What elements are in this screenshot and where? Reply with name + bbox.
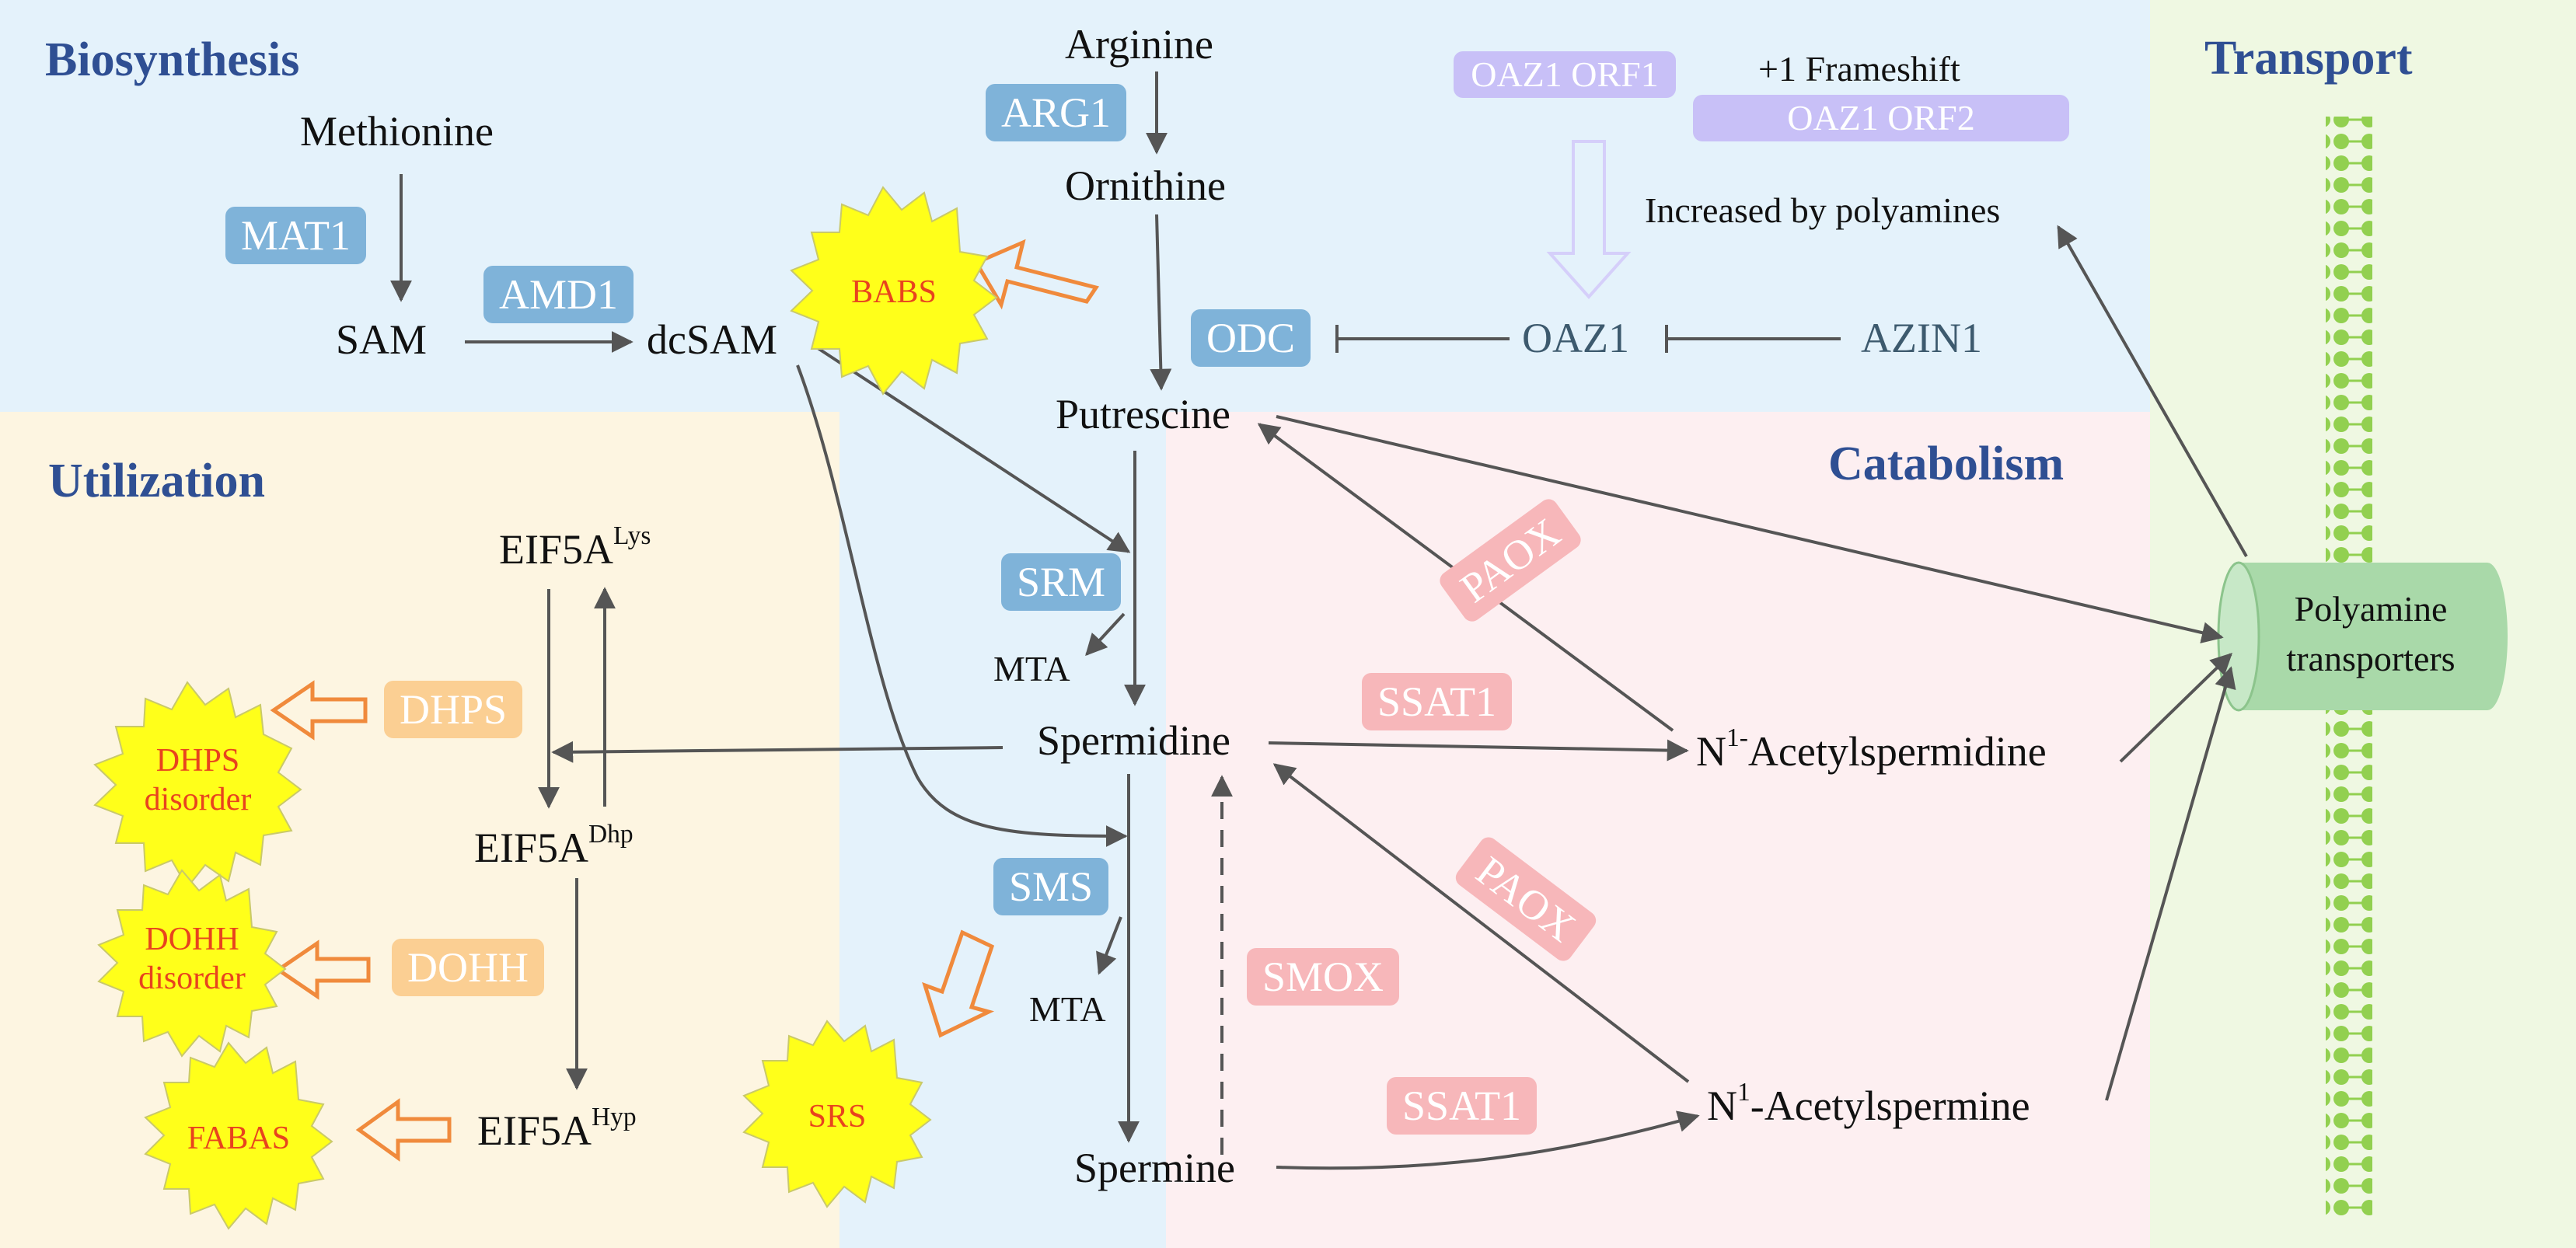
enzyme-ssat1-spermine: SSAT1 <box>1387 1077 1538 1135</box>
metabolite-dcsam: dcSAM <box>647 316 778 363</box>
metabolite-arginine: Arginine <box>1065 21 1213 68</box>
arrow-dcsam-srm <box>816 347 1131 553</box>
metabolite-spermine: Spermine <box>1074 1145 1235 1191</box>
hollow-arrow-to-fabas <box>355 1098 452 1162</box>
frameshift-label: +1 Frameshift <box>1758 49 1960 89</box>
polyamine-transporter-shape <box>2217 561 2508 712</box>
metabolite-sam: SAM <box>336 316 428 363</box>
disorder-dohh: DOHH disorder <box>138 922 246 996</box>
arrow-spermine-acetylspermine <box>1276 1110 1700 1170</box>
oaz1-orf2-box: OAZ1 ORF2 <box>1693 95 2069 141</box>
metabolite-methionine: Methionine <box>300 108 494 155</box>
starburst-dhps-disorder <box>93 681 302 889</box>
arrow-transporter-increased <box>2057 225 2248 557</box>
metabolite-mta-srm: MTA <box>993 649 1070 688</box>
enzyme-ssat1-spermidine: SSAT1 <box>1362 673 1513 730</box>
starburst-srs <box>742 1020 932 1208</box>
hollow-arrow-to-dohh-disorder <box>274 939 371 1000</box>
metabolite-putrescine: Putrescine <box>1056 391 1230 437</box>
disorder-babs: BABS <box>851 274 937 310</box>
starburst-fabas <box>144 1041 333 1230</box>
increased-by-polyamines-label: Increased by polyamines <box>1645 190 2001 230</box>
disorder-srs: SRS <box>808 1099 867 1135</box>
enzyme-smox: SMOX <box>1247 948 1400 1006</box>
enzyme-dohh: DOHH <box>392 939 544 996</box>
metabolite-eif5a-lys: EIF5ALys <box>499 521 651 573</box>
arrow-dcsam-sms <box>796 364 1128 847</box>
catabolism-panel <box>1166 412 2150 1248</box>
disorder-dhps: DHPS disorder <box>144 743 252 817</box>
arrow-spermidine-acetylspermidine <box>1268 739 1689 762</box>
oaz1-orf1-box: OAZ1 ORF1 <box>1454 51 1676 98</box>
enzyme-sms: SMS <box>993 858 1109 915</box>
hollow-arrow-to-babs <box>973 239 1100 310</box>
section-title-catabolism: Catabolism <box>1828 437 2065 490</box>
metabolite-eif5a-dhp: EIF5ADhp <box>474 819 634 871</box>
metabolite-eif5a-hyp: EIF5AHyp <box>477 1102 637 1154</box>
hollow-arrow-to-dhps-disorder <box>270 680 368 741</box>
enzyme-mat1: MAT1 <box>225 207 367 264</box>
section-title-utilization: Utilization <box>48 455 265 507</box>
enzyme-dhps: DHPS <box>384 681 523 738</box>
arrow-sms-mta <box>1096 916 1122 975</box>
regulator-oaz1: OAZ1 <box>1522 315 1629 361</box>
metabolite-spermidine: Spermidine <box>1037 717 1230 764</box>
enzyme-srm: SRM <box>1001 553 1122 611</box>
starburst-dohh-disorder <box>97 869 287 1058</box>
arrow-putrescine-transporter <box>1276 415 2224 643</box>
arrow-spermidine-eif5a <box>551 741 1004 763</box>
polyamine-transporters-label: Polyamine transporters <box>2286 589 2456 678</box>
section-title-transport: Transport <box>2204 32 2413 85</box>
metabolite-acetylspermine: N1-Acetylspermine <box>1707 1077 2030 1129</box>
arrow-acetylspermidine-transporter <box>2119 653 2233 763</box>
enzyme-arg1: ARG1 <box>986 84 1127 141</box>
hollow-arrow-to-srs <box>922 929 995 1038</box>
metabolite-mta-sms: MTA <box>1029 989 1106 1029</box>
metabolite-ornithine: Ornithine <box>1065 162 1226 209</box>
hollow-arrow-orf-to-oaz1 <box>1546 140 1632 300</box>
metabolite-acetylspermidine: N1-Acetylspermidine <box>1696 723 2047 775</box>
enzyme-amd1: AMD1 <box>483 266 634 323</box>
disorder-fabas: FABAS <box>187 1121 291 1156</box>
enzyme-odc: ODC <box>1191 309 1311 367</box>
arrow-srm-mta <box>1085 612 1126 657</box>
arrow-acetylspermine-spermidine <box>1272 763 1690 1083</box>
arrow-ornithine-putrescine <box>1150 214 1172 391</box>
starburst-babs <box>790 186 998 396</box>
arrow-acetylspermine-transporter <box>2105 666 2236 1101</box>
section-title-biosynthesis: Biosynthesis <box>45 33 300 86</box>
biosynthesis-panel <box>0 0 2150 412</box>
regulator-azin1: AZIN1 <box>1861 315 1982 361</box>
